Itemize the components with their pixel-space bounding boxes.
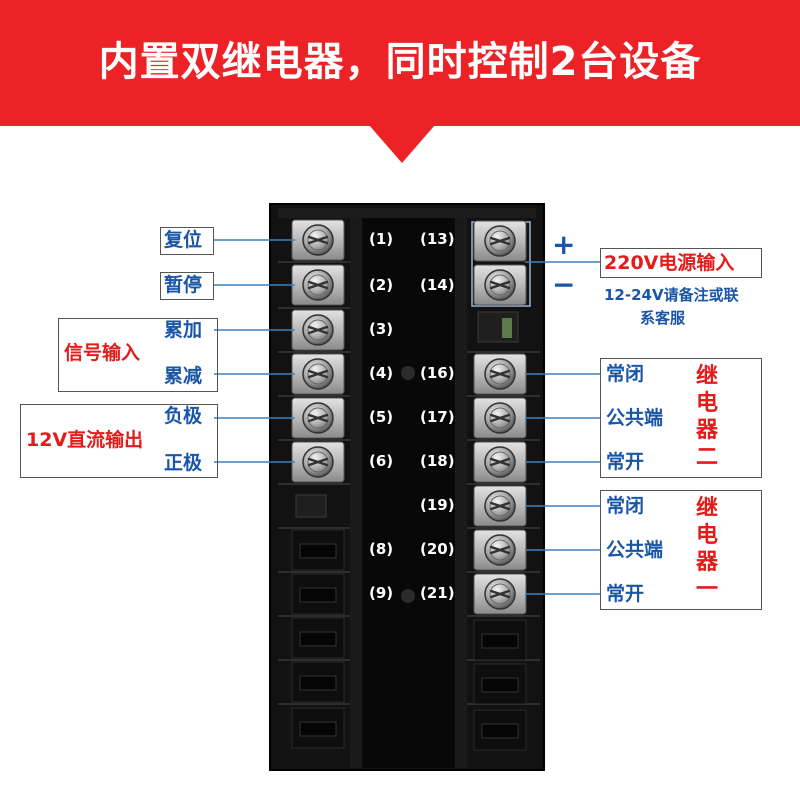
relay1-com: 公共端 [606, 539, 664, 561]
terminal-number: (4) [369, 364, 394, 382]
label-reset: 复位 [164, 229, 203, 251]
terminal-number: (19) [420, 496, 455, 514]
relay2-nc: 常闭 [606, 363, 645, 385]
dc-output-box [20, 404, 218, 478]
terminal-number: (3) [369, 320, 394, 338]
relay1-nc: 常闭 [606, 495, 645, 517]
relay2-no: 常开 [606, 451, 645, 473]
terminal-number: (16) [420, 364, 455, 382]
label-box-reset [160, 227, 214, 255]
relay2-com: 公共端 [606, 407, 664, 429]
relay1-name: 继 电 器 一 [695, 496, 718, 602]
minus-sign: − [552, 268, 576, 301]
relay1-no: 常开 [606, 583, 645, 605]
banner: 内置双继电器，同时控制2台设备 [0, 0, 800, 126]
power-note-line2: 系客服 [640, 309, 686, 327]
label-negative: 负极 [164, 405, 203, 427]
power-title-box [600, 248, 762, 278]
signal-input-box [58, 318, 218, 392]
terminal-number: (6) [369, 452, 394, 470]
terminal-number: (20) [420, 540, 455, 558]
terminal-number: (5) [369, 408, 394, 426]
relay1-box [600, 490, 762, 610]
terminal-number: (9) [369, 584, 394, 602]
terminal-number: (13) [420, 230, 455, 248]
relay2-box [600, 358, 762, 478]
terminal-number: (17) [420, 408, 455, 426]
terminal-number: (8) [369, 540, 394, 558]
terminal-number: (18) [420, 452, 455, 470]
label-positive: 正极 [164, 452, 203, 474]
terminal-number: (1) [369, 230, 394, 248]
label-dc-output: 12V直流输出 [26, 429, 144, 451]
power-note-line1: 12-24V请备注或联 [604, 286, 739, 304]
terminal-number: (21) [420, 584, 455, 602]
terminal-number: (14) [420, 276, 455, 294]
power-title: 220V电源输入 [604, 252, 735, 274]
banner-title: 内置双继电器，同时控制2台设备 [98, 39, 702, 85]
label-acc-add: 累加 [164, 319, 203, 341]
label-box-pause [160, 272, 214, 300]
terminal-number: (2) [369, 276, 394, 294]
plus-sign: + [552, 228, 576, 261]
label-signal-input: 信号输入 [64, 342, 141, 364]
banner-notch [369, 125, 435, 163]
label-acc-sub: 累减 [164, 365, 203, 387]
label-pause: 暂停 [164, 274, 203, 296]
relay2-name: 继 电 器 二 [695, 364, 718, 470]
